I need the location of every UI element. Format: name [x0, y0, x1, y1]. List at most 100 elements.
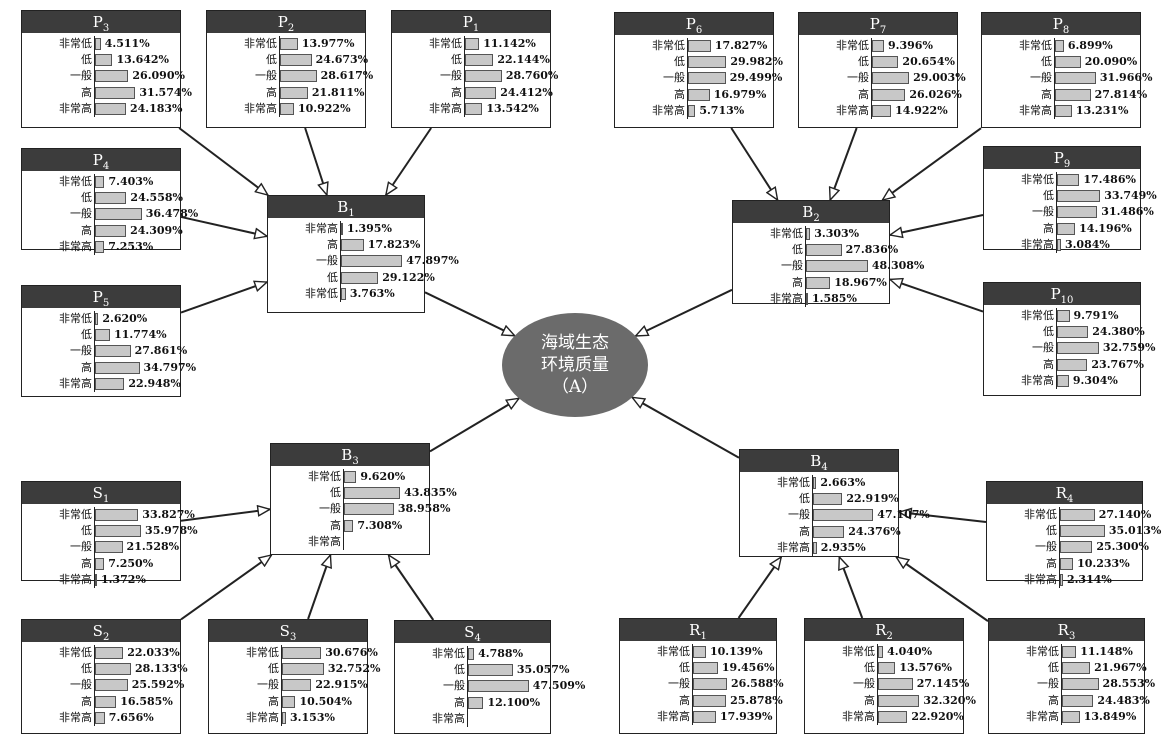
bar-axis: [1054, 38, 1055, 55]
probability-value: 21.967%: [1094, 661, 1147, 675]
state-label: 一般: [443, 679, 465, 693]
probability-value: 24.483%: [1097, 693, 1150, 707]
node-title-subscript: 9: [1063, 159, 1071, 170]
state-label: 高: [674, 87, 685, 101]
probability-bar: [1055, 72, 1096, 85]
state-label: 非常低: [305, 286, 338, 300]
probability-bar: [465, 54, 494, 67]
probability-value: 3.303%: [814, 227, 860, 240]
bar-axis: [812, 539, 813, 556]
probability-value: 20.654%: [902, 55, 955, 69]
state-label: 高: [81, 360, 92, 374]
probability-value: 35.013%: [1108, 524, 1162, 538]
bar-axis: [1056, 188, 1057, 205]
state-label: 非常高: [429, 101, 462, 115]
state-label: 非常高: [1024, 572, 1057, 586]
probability-value: 9.791%: [1073, 309, 1119, 322]
link-p3-b1: [178, 127, 268, 195]
probability-bar: [688, 104, 696, 117]
state-row: 非常高: [271, 533, 429, 550]
node-title: R3: [989, 619, 1144, 642]
probability-value: 4.511%: [104, 37, 150, 50]
bar-axis: [94, 174, 95, 191]
bar-axis: [687, 86, 688, 103]
probability-bar: [1057, 342, 1099, 355]
probability-value: 47.897%: [406, 254, 459, 268]
node-title: P1: [392, 11, 550, 34]
center-node-A: 海域生态 环境质量 （A）: [502, 313, 648, 417]
bar-axis: [1056, 172, 1057, 189]
state-label: 高: [266, 85, 277, 99]
probability-value: 31.486%: [1101, 205, 1154, 219]
probability-value: 24.376%: [848, 524, 901, 538]
probability-bar: [872, 56, 899, 69]
state-label: 低: [451, 53, 462, 67]
probability-bar: [693, 646, 706, 658]
node-title-letter: S: [464, 623, 475, 641]
state-label: 高: [81, 85, 92, 99]
probability-bar: [1057, 190, 1101, 203]
bar-axis: [1056, 356, 1057, 373]
bar-axis: [94, 327, 95, 344]
state-label: 低: [799, 492, 810, 506]
node-title-letter: P: [1053, 149, 1064, 167]
node-title: P9: [984, 147, 1140, 170]
probability-value: 25.592%: [131, 678, 185, 692]
probability-value: 7.656%: [108, 710, 154, 724]
node-title-subscript: 4: [474, 633, 481, 644]
probability-value: 33.749%: [1104, 189, 1157, 203]
probability-bar: [344, 519, 354, 532]
state-label: 非常高: [59, 101, 92, 115]
probability-bar: [1055, 104, 1072, 117]
center-label-line2: 环境质量: [541, 355, 609, 375]
probability-value: 7.250%: [108, 556, 154, 570]
bar-axis: [1059, 507, 1060, 524]
bar-axis: [94, 571, 95, 588]
probability-bar: [693, 662, 718, 675]
probability-bar: [341, 271, 379, 284]
probability-bar: [95, 176, 105, 188]
probability-value: 26.588%: [731, 677, 784, 691]
state-label: 高: [799, 524, 810, 538]
probability-value: 1.395%: [347, 222, 392, 235]
probability-value: 28.133%: [135, 662, 188, 676]
bar-axis: [279, 68, 280, 85]
probability-value: 22.919%: [846, 492, 899, 506]
state-label: 高: [864, 693, 875, 707]
state-label: 一般: [70, 678, 92, 692]
probability-bar: [1060, 557, 1074, 570]
probability-bar: [878, 694, 920, 707]
probability-value: 26.090%: [132, 69, 185, 83]
bar-axis: [94, 555, 95, 572]
probability-value: 29.499%: [729, 71, 783, 85]
node-title-subscript: 3: [289, 632, 297, 643]
probability-value: 1.585%: [812, 291, 857, 305]
probability-bar: [282, 711, 287, 724]
node-title-subscript: 2: [102, 632, 110, 643]
state-label: 一般: [668, 677, 690, 691]
state-label: 非常低: [836, 39, 869, 52]
